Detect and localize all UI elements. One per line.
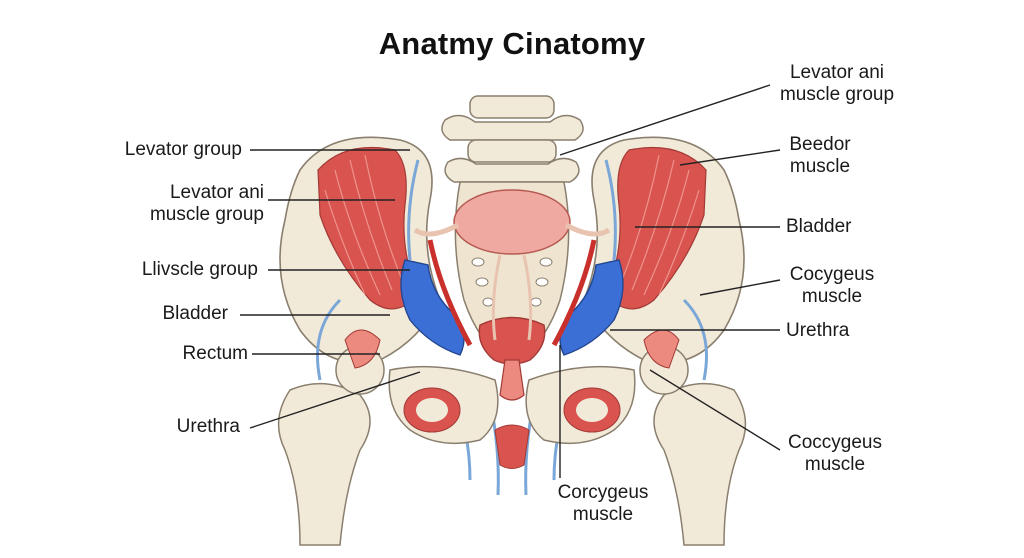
right-artery <box>551 239 597 347</box>
label-line: Bladder <box>162 303 229 324</box>
right-hip-muscle <box>643 329 680 369</box>
label-right-coccygeus-muscle: Coccygeus muscle <box>780 432 890 476</box>
label-bottom-corcygeus-muscle: Corcygeus muscle <box>548 482 658 526</box>
label-line: Bladder <box>786 216 852 237</box>
label-line: muscle <box>789 156 851 177</box>
label-line: muscle group <box>779 84 895 105</box>
label-left-urethra: Urethra <box>177 416 240 438</box>
left-obturator-hole <box>416 398 448 422</box>
label-line: Levator group <box>124 139 242 160</box>
label-right-cocygeus-muscle: Cocygeus muscle <box>782 264 882 308</box>
left-artery <box>427 239 473 347</box>
label-left-bladder: Bladder <box>163 303 229 325</box>
lumbar-vertebrae <box>441 95 584 183</box>
right-femur <box>653 382 747 546</box>
label-left-rectum: Rectum <box>183 343 248 365</box>
sacral-foramina <box>471 257 553 307</box>
label-line: Levator ani <box>789 62 884 83</box>
label-line: muscle group <box>149 204 264 225</box>
right-iliacus-muscle <box>605 147 707 310</box>
label-left-levator-group: Levator group <box>125 139 242 161</box>
label-line: Urethra <box>786 320 850 341</box>
ureters <box>413 222 611 237</box>
diagram-title: Anatmy Cinatomy <box>378 26 646 61</box>
label-right-bladder: Bladder <box>786 216 852 238</box>
left-iliac-vein <box>400 259 465 356</box>
right-obturator-hole <box>576 398 608 422</box>
right-iliac-vein <box>559 259 624 356</box>
label-line: Urethra <box>176 416 240 437</box>
label-right-urethra: Urethra <box>786 320 849 342</box>
left-femur <box>277 382 371 546</box>
left-iliacus-muscle <box>317 147 419 310</box>
label-left-muscle-group: Llivscle group <box>142 259 258 281</box>
label-left-levator-ani: Levator ani muscle group <box>150 182 264 226</box>
label-line: muscle <box>572 504 634 525</box>
label-line: Corcygeus <box>557 482 649 503</box>
label-right-levator-ani: Levator ani muscle group <box>772 62 902 106</box>
label-line: Levator ani <box>169 182 264 203</box>
right-muscle-fibers <box>621 154 700 296</box>
urethra-tube <box>499 359 525 401</box>
label-line: Coccygeus <box>788 432 882 453</box>
label-line: muscle <box>804 454 866 475</box>
leader-lines <box>240 84 781 478</box>
label-line: Rectum <box>182 343 248 364</box>
bladder-lower <box>478 316 546 365</box>
rectum-lower <box>494 424 530 469</box>
vessels-center <box>491 254 533 341</box>
label-line: Beedor <box>789 134 851 155</box>
bladder-upper <box>453 189 571 255</box>
label-line: Llivscle group <box>141 259 258 280</box>
label-right-beedor-muscle: Beedor muscle <box>780 134 860 178</box>
label-line: muscle <box>801 286 863 307</box>
label-line: Cocygeus <box>789 264 875 285</box>
left-hip-muscle <box>344 329 381 369</box>
